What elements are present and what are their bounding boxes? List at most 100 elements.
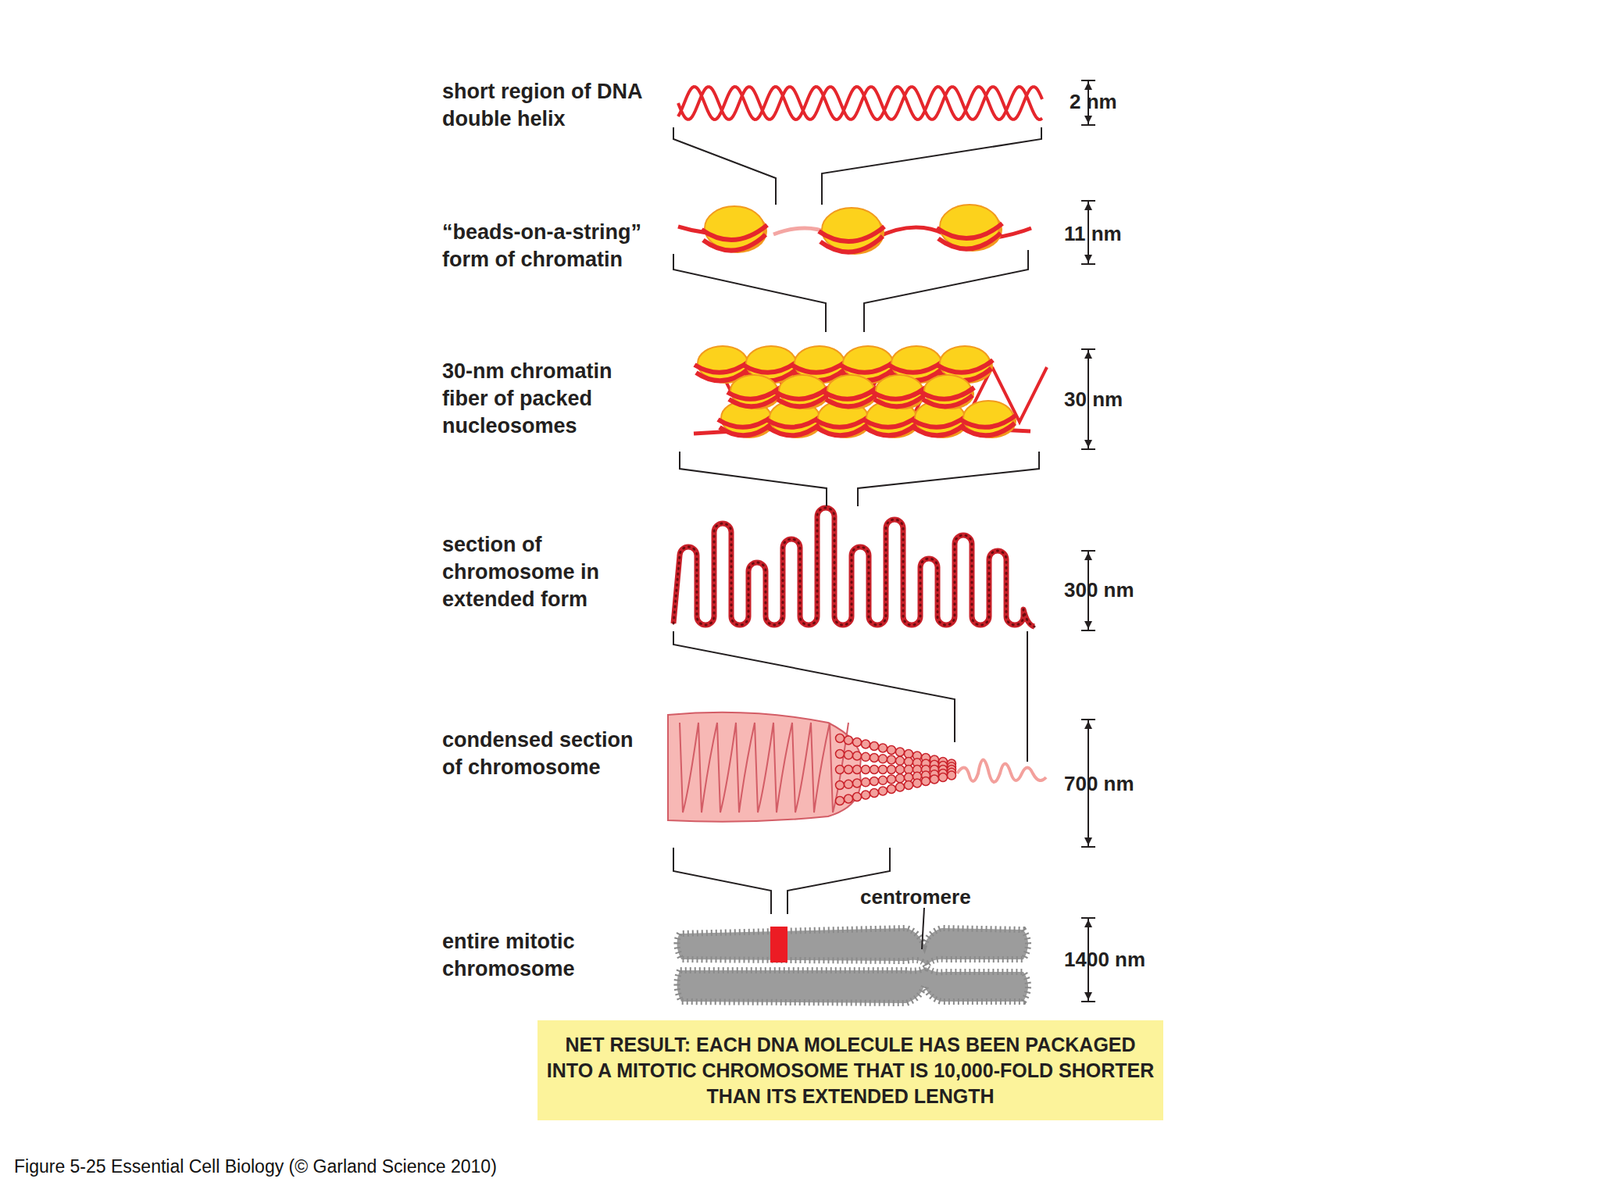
dna-wrap [825,395,876,407]
coiled-fiber [861,778,871,787]
dimension-label: 2 nm [1069,88,1118,116]
coiled-fiber [870,765,879,775]
coiled-fiber [853,738,862,747]
coiled-fiber [853,751,862,761]
stage-label: short region of DNA double helix [442,78,646,133]
coiled-fiber [844,765,854,775]
dna-wrap [701,225,768,240]
dimension-tick [1081,917,1096,919]
linker-dna [875,227,946,239]
coiled-fiber [835,781,845,790]
nucleosome [701,206,768,254]
dimension-label: 1400 nm [1064,946,1146,974]
coiled-fiber [947,771,957,780]
coiled-fiber [878,754,888,764]
arrow-head [1084,82,1093,90]
nucleosome [960,400,1017,439]
dna-wrap [728,395,779,407]
coiled-fiber [904,781,914,790]
chromatid [676,928,1029,966]
nucleosome [824,375,878,410]
dna-strand [678,86,1043,120]
condensed-coil [679,722,849,813]
nucleosome [775,375,829,410]
dimension-tick [1081,1000,1096,1003]
dimension-label: centromere [860,883,972,911]
arrow-head [1084,837,1093,846]
dimension-tick [1081,629,1096,632]
arrow-head [1084,254,1093,263]
summary-text: NET RESULT: EACH DNA MOLECULE HAS BEEN P… [546,1032,1156,1110]
extended-loops [673,507,1035,627]
coiled-fiber [835,750,845,759]
arrow-head [1084,350,1093,359]
dimension-tick [1081,79,1096,82]
dimension-tick [1081,124,1096,126]
condensed-coil [667,712,861,822]
arrow-head [1084,621,1093,629]
dna-wrap [777,395,828,407]
dimension-tick [1081,846,1096,848]
coiled-fiber [921,777,931,786]
coiled-fiber [887,785,897,794]
coiled-fiber [887,746,897,755]
dimension-tick [1081,550,1096,552]
coiled-fiber [853,778,862,788]
dna-wrap [938,232,1001,249]
coiled-fiber [861,739,871,749]
coiled-fiber [939,773,948,783]
coiled-fiber [887,765,897,775]
bracket-line [673,253,826,333]
coiled-fiber [853,792,862,802]
bracket-line [673,631,955,743]
coiled-fiber [878,775,888,785]
dna-wrap [767,423,822,436]
bracket-line [821,127,1042,205]
dimension-tick [1081,448,1096,450]
coiled-fiber [870,753,879,763]
beads-on-string [678,204,1032,255]
coiled-fiber [896,765,905,775]
mitotic-chromosome [676,926,1029,1004]
bracket-line [857,451,1040,507]
coiled-fiber [861,790,871,800]
dimension-label: 30 nm [1064,385,1123,414]
dna-wrap [864,423,918,436]
coiled-fiber [861,765,871,775]
coiled-fiber [861,752,871,761]
bracket-line [864,250,1029,333]
bracket-line [673,127,776,205]
stage-label: entire mitotic chromosome [442,928,575,983]
stage-label: 30-nm chromatin fiber of packed nucleoso… [442,357,638,440]
coiled-fiber [878,786,888,796]
dna-wrap [960,414,1017,428]
stage-label: “beads-on-a-string” form of chromatin [442,218,677,274]
coiled-fiber [887,775,897,784]
coiled-fiber [878,765,888,775]
highlight-band [770,926,788,963]
bracket-line [921,907,925,950]
dna-wrap [874,395,925,407]
coiled-fiber [835,765,845,775]
chromatid [676,967,1029,1004]
coiled-fiber [844,794,854,804]
arrow-head [1084,202,1093,211]
arrow-head [1084,115,1093,124]
nucleosome [936,204,1003,252]
stage-label: condensed section of chromosome [442,726,658,782]
nucleosome [727,375,781,410]
arrow-head [1084,439,1093,448]
arrow-head [1084,552,1093,561]
dna-wrap [816,423,870,436]
coiled-fiber [844,750,854,760]
dna-wrap [936,360,993,373]
coiled-fiber [878,743,888,753]
dna-strand [678,86,1043,120]
bracket-line [679,451,827,507]
chromatin-loop [673,507,1035,627]
dna-helix [678,86,1043,120]
dimension-label: 11 nm [1064,220,1122,248]
nucleosome [872,375,926,410]
nucleosome [921,375,975,410]
